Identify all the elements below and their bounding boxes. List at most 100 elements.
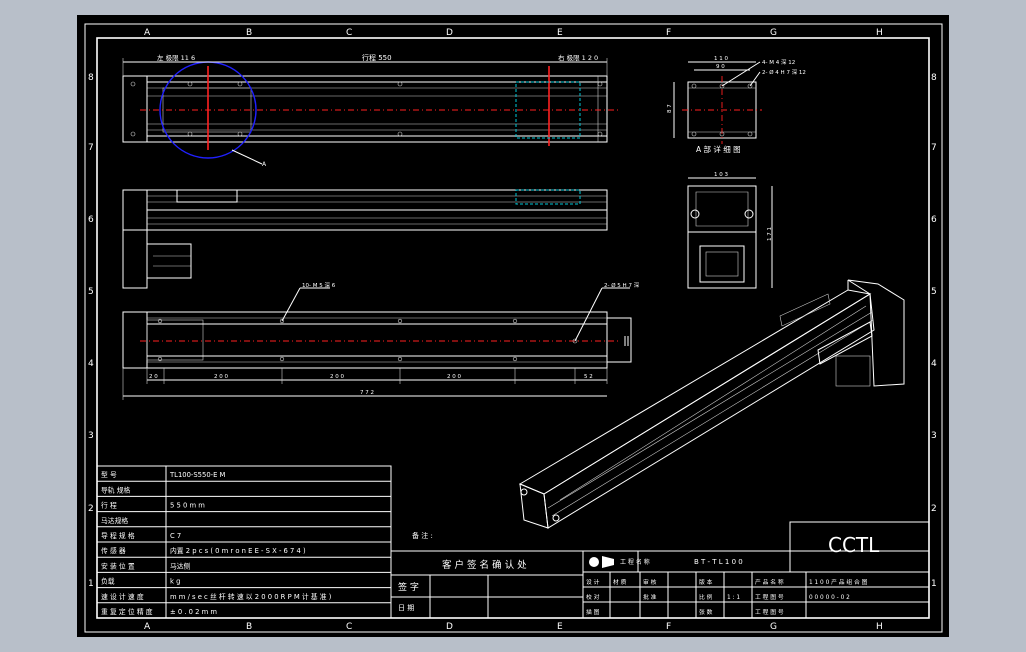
spec-value-0: TL100-S550-E M [169,471,226,479]
zone-col-bottom-A: A [144,622,151,632]
project-label: 工 程 名 称 [620,558,650,566]
zone-row-right-6: 6 [931,215,937,225]
title-row-0-cell-2: 材 质 [613,578,627,586]
projection-symbol-icon [589,557,599,567]
title-row-0-cell-3: 审 核 [643,578,657,586]
detail-dim-top-inner: 9 0 [716,64,725,70]
bottom-dim-1: 2 0 [149,374,158,380]
title-row-1-cell-1: 校 对 [586,593,600,601]
zone-col-top-C: C [346,28,352,38]
zone-col-top-E: E [557,28,563,38]
spec-label-3: 马达规格 [101,516,128,525]
detail-note-1: 4- M 4 深 12 [762,58,795,66]
company-logo-text: CCTL [828,533,880,557]
zone-col-bottom-E: E [557,622,563,632]
end-dim-top: 1 0 3 [714,172,728,178]
notes-label: 备 注 : [412,531,433,540]
zone-col-bottom-G: G [770,622,777,632]
right-limit-label: 右 极限 1 2 0 [558,53,598,62]
confirm-title: 客 户 签 名 确 认 处 [442,559,527,571]
spec-label-9: 重 复 定 位 精 度 [101,607,153,616]
spec-value-9: ± 0 . 0 2 m m [170,608,217,616]
zone-row-right-3: 3 [931,431,937,441]
left-limit-label: 左 极限 11 6 [157,53,195,62]
zone-col-top-B: B [246,28,252,38]
zone-col-bottom-B: B [246,622,252,632]
stroke-label: 行程 550 [362,53,392,62]
sheet-background [77,15,949,637]
zone-row-left-8: 8 [88,73,94,83]
zone-row-left-1: 1 [88,579,94,589]
top-view: A 左 极限 11 6 行程 550 右 极限 1 2 0 [122,53,620,168]
title-row-2-cell-7: 工 程 图 号 [755,608,784,616]
zone-col-top-A: A [144,28,151,38]
detail-dim-top-outer: 1 1 0 [714,56,728,62]
title-block: 工 程 名 称 B T - T L 1 0 0 CCTL 设 计 材 质 审 核 版 … [582,521,930,619]
zone-col-top-H: H [876,28,883,38]
title-row-2-cell-1: 描 图 [586,608,600,616]
zone-col-top-F: F [666,28,671,38]
side-view [122,189,608,289]
spec-value-7: k g [170,578,180,586]
zone-row-right-4: 4 [931,359,937,369]
isometric-view [518,279,905,529]
zone-col-bottom-C: C [346,622,352,632]
bottom-dim-3: 2 0 0 [330,374,344,380]
spec-label-4: 导 程 规 格 [101,531,135,540]
zone-row-left-5: 5 [88,287,94,297]
zone-row-right-1: 1 [931,579,937,589]
spec-label-0: 型 号 [101,470,117,479]
zone-row-left-4: 4 [88,359,94,369]
detail-caption: A 部 详 细 图 [696,144,741,154]
title-row-0-cell-5: 版 本 [699,578,713,586]
zone-col-top-D: D [446,28,453,38]
bottom-dim-4: 2 0 0 [447,374,461,380]
zone-row-right-2: 2 [931,504,937,514]
zone-col-top-G: G [770,28,777,38]
detail-note-2: 2- Ø 4 H 7 深 12 [762,68,806,76]
spec-label-1: 导轨 规格 [101,485,131,494]
zone-col-bottom-H: H [876,622,883,632]
spec-label-5: 传 感 器 [101,546,126,555]
spec-value-5: 内置 2 p c s ( 0 m r o n E E - S X - 6 7 4… [170,546,306,555]
title-row-1-cell-8: 0 0 0 0 0 - 0 2 [809,595,850,601]
zone-row-right-7: 7 [931,143,937,153]
zone-row-right-8: 8 [931,73,937,83]
title-row-0-cell-8: 1 1 0 0 产 品 组 合 图 [809,578,868,586]
title-row-1-cell-5: 比 例 [699,593,713,601]
end-dim-side: 1 7 1 [767,227,773,241]
zone-row-left-6: 6 [88,215,94,225]
bottom-dim-5: 5 2 [584,374,593,380]
title-row-0-cell-7: 产 品 名 称 [755,578,784,586]
zone-col-bottom-F: F [666,622,671,632]
project-value: B T - T L 1 0 0 [694,558,743,566]
spec-value-6: 马达侧 [170,561,191,570]
bottom-view: 10- M 5 深 6 2- Ø 5 H 7 深 2 0 2 0 0 2 0 0… [122,281,640,400]
spec-label-8: 速 设 计 速 度 [101,592,144,601]
zone-col-bottom-D: D [446,622,453,632]
sign-label: 签 字 [398,581,419,593]
outer-frame [84,23,943,633]
zone-row-left-7: 7 [88,143,94,153]
title-row-1-cell-3: 批 准 [643,593,657,601]
spec-label-7: 负载 [101,577,115,586]
zone-row-left-3: 3 [88,431,94,441]
title-row-1-cell-7: 工 程 图 号 [755,593,784,601]
detail-a-view: 1 1 0 9 0 8 7 4- M 4 深 12 2- Ø 4 H 7 深 1… [667,56,806,154]
detail-dim-side: 8 7 [667,104,673,113]
title-row-0-cell-1: 设 计 [586,578,600,586]
zone-row-right-5: 5 [931,287,937,297]
end-view: 1 0 3 1 7 1 [687,172,773,289]
spec-value-4: C 7 [170,532,181,540]
spec-value-2: 5 5 0 m m [170,502,205,510]
title-row-1-cell-6: 1 : 1 [727,595,740,601]
title-row-2-cell-5: 张 数 [699,608,713,616]
date-label: 日 期 [398,604,414,612]
spec-value-8: m m / s e c 丝 杆 转 速 以 2 0 0 0 R P M 计 基 … [170,592,332,601]
bottom-dim-2: 2 0 0 [214,374,228,380]
overall-length: 7 7 2 [360,390,374,396]
hole-note-left: 10- M 5 深 6 [302,281,336,289]
